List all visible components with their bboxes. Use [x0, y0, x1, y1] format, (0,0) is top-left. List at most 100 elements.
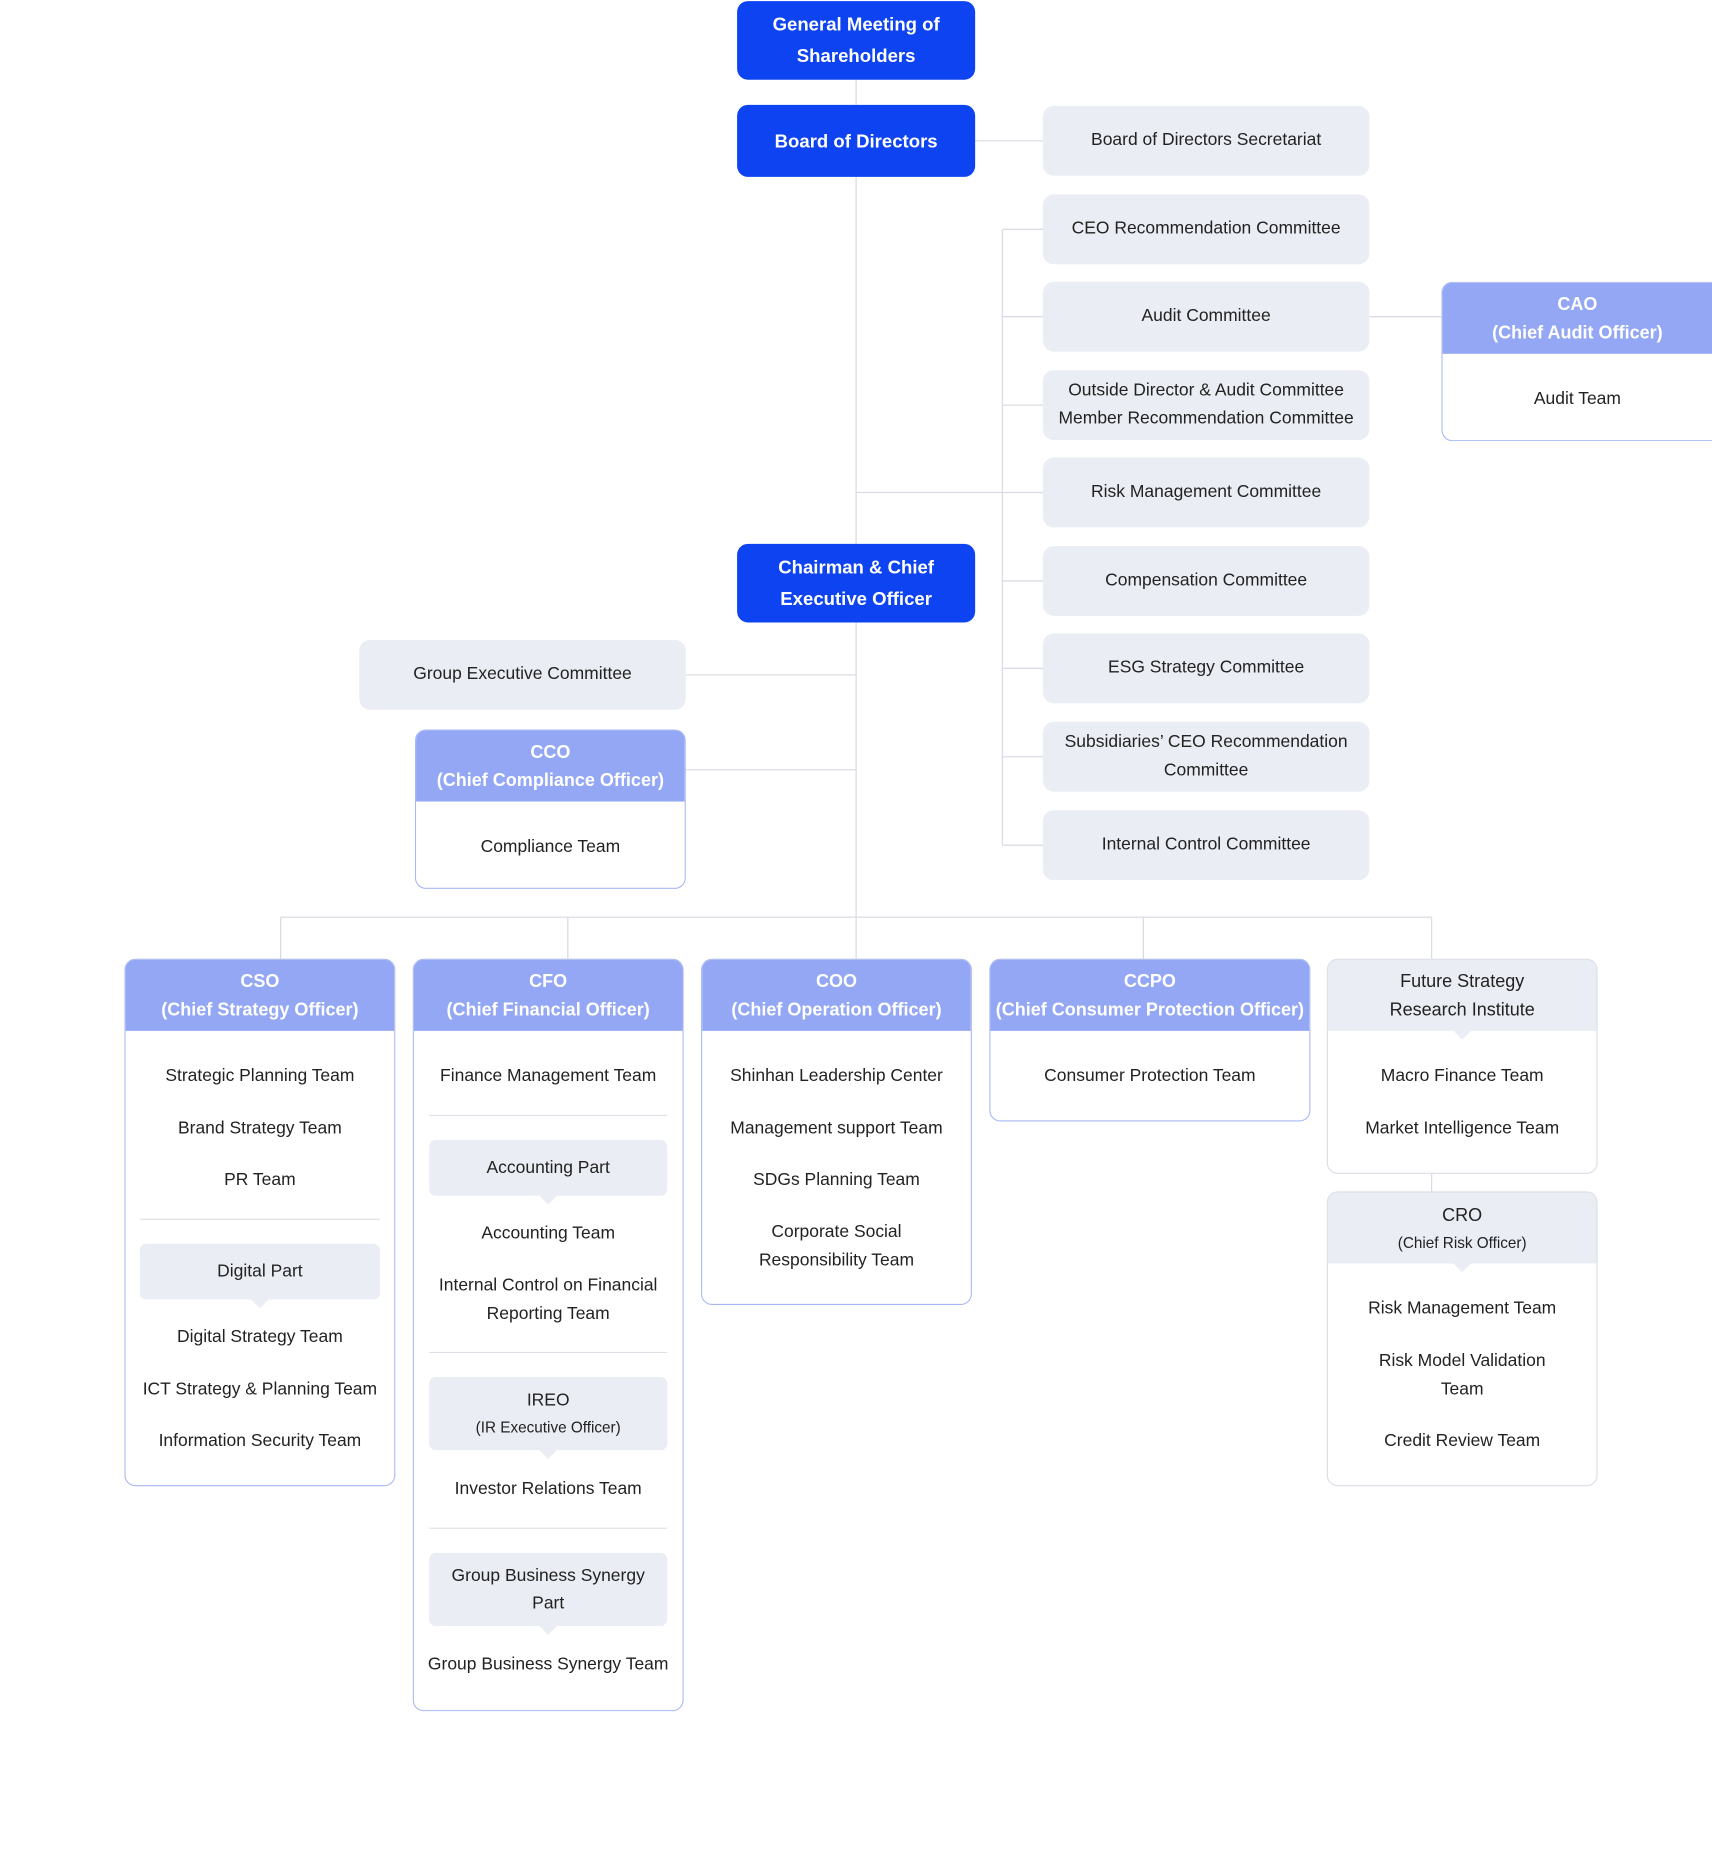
team-item-line: Responsibility Team — [758, 1251, 915, 1270]
coo-title: COO — [815, 971, 857, 991]
team-item[interactable]: Shinhan Leadership Center — [730, 1066, 943, 1086]
committee-box[interactable]: CEO Recommendation Committee — [1042, 194, 1370, 265]
team-item[interactable]: Credit Review Team — [1384, 1431, 1541, 1451]
cfo-title: CFO — [529, 971, 568, 991]
team-item[interactable]: Group Business Synergy Team — [427, 1655, 669, 1675]
committee-label: Board of Directors Secretariat — [1091, 131, 1322, 150]
team-item[interactable]: Risk Management Team — [1368, 1299, 1557, 1319]
part-label: Digital Part — [217, 1262, 303, 1281]
committee-label: Audit Committee — [1141, 306, 1271, 326]
team-item[interactable]: Internal Control on Financial Reporting … — [414, 1272, 683, 1329]
chairman-label-2: Executive Officer — [780, 588, 932, 610]
cao-header: CAO (Chief Audit Officer) — [1442, 282, 1712, 354]
group-executive-committee-box[interactable]: Group Executive Committee — [359, 639, 686, 710]
team-item-line: Internal Control on Financial — [438, 1276, 658, 1296]
team-item[interactable]: PR Team — [224, 1170, 296, 1190]
future-strategy-header: Future Strategy Research Institute — [1327, 959, 1597, 1040]
team-item-line: Risk Model Validation — [1378, 1351, 1546, 1371]
team-item-line: Reporting Team — [486, 1304, 610, 1324]
connector-lines — [279, 79, 1442, 1192]
committee-box[interactable]: Audit Committee — [1042, 281, 1370, 352]
board-label: Board of Directors — [774, 130, 938, 152]
cro-subtitle: (Chief Risk Officer) — [1397, 1233, 1527, 1251]
cao-subtitle: (Chief Audit Officer) — [1492, 322, 1663, 343]
committee-label: Internal Control Committee — [1101, 835, 1311, 854]
ccpo-title: CCPO — [1123, 971, 1176, 991]
committee-box[interactable]: Subsidiaries’ CEO Recommendation Committ… — [1042, 721, 1370, 792]
cso-card[interactable]: CSO (Chief Strategy Officer) Strategic P… — [124, 958, 396, 1487]
coo-card[interactable]: COO (Chief Operation Officer) Shinhan Le… — [701, 958, 972, 1305]
committee-box[interactable]: Internal Control Committee — [1042, 810, 1370, 881]
ireo-part-box[interactable]: IREO (IR Executive Officer) — [429, 1377, 668, 1459]
shareholders-label-1: General Meeting of — [772, 14, 940, 35]
divider — [429, 1114, 668, 1117]
team-item-line: Corporate Social — [771, 1223, 902, 1242]
team-item[interactable]: Brand Strategy Team — [177, 1119, 342, 1138]
committee-box[interactable]: Outside Director & Audit Committee Membe… — [1042, 370, 1370, 441]
committee-box[interactable]: Risk Management Committee — [1042, 457, 1370, 528]
team-item[interactable]: Market Intelligence Team — [1365, 1119, 1560, 1138]
cao-card[interactable]: CAO (Chief Audit Officer) Audit Team — [1441, 281, 1712, 442]
cro-card[interactable]: CRO (Chief Risk Officer) Risk Management… — [1326, 1191, 1598, 1487]
ccpo-card[interactable]: CCPO (Chief Consumer Protection Officer)… — [989, 958, 1311, 1122]
future-strategy-title: Future Strategy — [1400, 971, 1525, 991]
divider — [429, 1351, 668, 1353]
digital-part-box[interactable]: Digital Part — [139, 1243, 381, 1309]
cco-header: CCO (Chief Compliance Officer) — [416, 730, 685, 802]
team-item[interactable]: Consumer Protection Team — [1044, 1066, 1256, 1086]
committee-label: Risk Management Committee — [1091, 482, 1322, 502]
committee-label: Committee — [1163, 761, 1249, 780]
cro-header: CRO (Chief Risk Officer) — [1327, 1192, 1597, 1273]
team-item[interactable]: Corporate Social Responsibility Team — [702, 1219, 971, 1276]
cfo-subtitle: (Chief Financial Officer) — [446, 999, 650, 1020]
part-sublabel: (IR Executive Officer) — [475, 1418, 621, 1436]
group-executive-committee-label: Group Executive Committee — [413, 665, 632, 684]
part-label: IREO — [526, 1391, 570, 1410]
divider — [139, 1218, 381, 1220]
team-item[interactable]: Investor Relations Team — [454, 1479, 642, 1499]
cco-subtitle: (Chief Compliance Officer) — [436, 770, 665, 791]
team-item[interactable]: SDGs Planning Team — [753, 1170, 920, 1190]
chairman-label-1: Chairman & Chief — [778, 556, 935, 578]
committee-label: ESG Strategy Committee — [1108, 658, 1305, 678]
ccpo-header: CCPO (Chief Consumer Protection Officer) — [990, 959, 1310, 1031]
committee-label: Compensation Committee — [1105, 571, 1308, 590]
team-item[interactable]: Risk Model Validation Team — [1328, 1348, 1597, 1405]
team-item[interactable]: ICT Strategy & Planning Team — [142, 1380, 378, 1399]
cao-title: CAO — [1557, 294, 1598, 314]
future-strategy-card[interactable]: Future Strategy Research Institute Macro… — [1326, 958, 1598, 1174]
committee-box[interactable]: Board of Directors Secretariat — [1042, 105, 1370, 176]
team-item[interactable]: Management support Team — [730, 1119, 943, 1138]
cco-title: CCO — [530, 742, 571, 762]
shareholders-label-2: Shareholders — [796, 45, 916, 67]
committee-box[interactable]: Compensation Committee — [1042, 546, 1370, 616]
team-item[interactable]: Audit Team — [1533, 389, 1621, 409]
team-item[interactable]: Compliance Team — [480, 837, 621, 857]
committee-box[interactable]: ESG Strategy Committee — [1042, 633, 1370, 704]
team-item[interactable]: Strategic Planning Team — [165, 1066, 355, 1086]
team-item-line: Team — [1440, 1380, 1484, 1399]
team-item[interactable]: Macro Finance Team — [1380, 1066, 1544, 1086]
team-item[interactable]: Digital Strategy Team — [177, 1327, 343, 1347]
team-item[interactable]: Finance Management Team — [440, 1066, 657, 1086]
part-label: Part — [532, 1593, 565, 1613]
cso-header: CSO (Chief Strategy Officer) — [125, 959, 395, 1031]
team-item[interactable]: Accounting Team — [481, 1224, 616, 1243]
chairman-box[interactable]: Chairman & Chief Executive Officer — [737, 543, 976, 623]
part-label: Accounting Part — [486, 1158, 610, 1178]
committee-label: Member Recommendation Committee — [1058, 409, 1354, 429]
shareholders-box[interactable]: General Meeting of Shareholders — [737, 1, 976, 80]
cso-subtitle: (Chief Strategy Officer) — [161, 999, 359, 1020]
cfo-card[interactable]: CFO (Chief Financial Officer) Finance Ma… — [412, 958, 684, 1712]
board-box[interactable]: Board of Directors — [737, 104, 976, 177]
team-item[interactable]: Information Security Team — [158, 1431, 362, 1451]
part-label: Group Business Synergy — [451, 1566, 645, 1586]
divider — [429, 1527, 668, 1529]
coo-subtitle: (Chief Operation Officer) — [731, 999, 942, 1020]
group-business-synergy-part-box[interactable]: Group Business Synergy Part — [429, 1552, 668, 1635]
cco-card[interactable]: CCO (Chief Compliance Officer) Complianc… — [414, 729, 686, 889]
cso-title: CSO — [240, 971, 280, 991]
accounting-part-box[interactable]: Accounting Part — [429, 1140, 668, 1205]
future-strategy-title: Research Institute — [1389, 999, 1535, 1020]
committee-label: CEO Recommendation Committee — [1071, 219, 1341, 239]
